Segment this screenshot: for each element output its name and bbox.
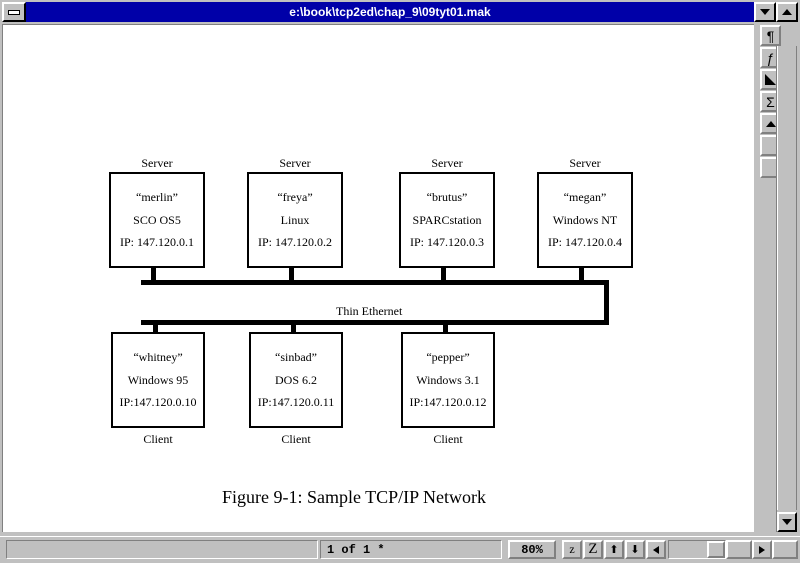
server-node[interactable]: “merlin” SCO OS5 IP: 147.120.0.1	[109, 172, 205, 268]
server-os: SPARCstation	[412, 212, 482, 227]
zoom-level-display[interactable]: 80%	[508, 540, 556, 559]
status-bar: 1 of 1 * 80% z Z ⬆ ⬇	[0, 536, 800, 563]
maximize-button[interactable]	[776, 2, 798, 22]
zoom-out-button[interactable]: z	[562, 540, 582, 559]
sum-button[interactable]: Σ	[760, 91, 781, 112]
scroll-up-button[interactable]	[760, 113, 781, 134]
system-menu-button[interactable]	[2, 2, 26, 22]
window-title: e:\book\tcp2ed\chap_9\09tyt01.mak	[26, 2, 754, 22]
document-canvas[interactable]: Server Server Server Server “merlin” SCO…	[2, 24, 754, 532]
zoom-level: 80%	[521, 542, 543, 557]
zoom-in-button[interactable]: Z	[583, 540, 603, 559]
server-node[interactable]: “megan” Windows NT IP: 147.120.0.4	[537, 172, 633, 268]
scroll-right-button[interactable]	[752, 540, 772, 559]
minimize-box-icon	[8, 9, 20, 15]
vertical-scrollbar[interactable]	[776, 46, 797, 532]
page-up-button[interactable]: ⬆	[604, 540, 624, 559]
scroll-left-button[interactable]	[646, 540, 666, 559]
server-role-label: Server	[569, 156, 601, 170]
server-hostname: “brutus”	[426, 189, 468, 204]
client-node[interactable]: “whitney” Windows 95 IP:147.120.0.10	[111, 332, 205, 428]
figure-caption: Figure 9-1: Sample TCP/IP Network	[222, 487, 486, 507]
server-ip: IP: 147.120.0.2	[257, 235, 332, 250]
server-role-label: Server	[431, 156, 463, 170]
ethernet-bus-label: Thin Ethernet	[336, 304, 403, 318]
client-os: DOS 6.2	[274, 372, 317, 387]
ethernet-bus-bottom-segment	[141, 320, 609, 325]
minimize-button[interactable]	[754, 2, 776, 22]
page-down-button[interactable]: ⬇	[625, 540, 645, 559]
server-hostname: “merlin”	[136, 189, 178, 204]
server-hostname: “freya”	[277, 189, 313, 204]
client-role-label: Client	[281, 432, 311, 446]
client-drop-line	[443, 320, 448, 332]
server-drop-line	[289, 268, 294, 280]
page-indicator-panel: 1 of 1 *	[320, 540, 502, 559]
server-drop-line	[441, 268, 446, 280]
pilcrow-icon: ¶	[766, 27, 775, 44]
left-arrow-icon	[653, 545, 659, 554]
scrollbar-track[interactable]	[777, 46, 797, 510]
scroll-down-button[interactable]	[777, 512, 797, 532]
server-ip: IP: 147.120.0.3	[409, 235, 484, 250]
client-node[interactable]: “pepper” Windows 3.1 IP:147.120.0.12	[401, 332, 495, 428]
right-arrow-icon	[759, 545, 765, 554]
client-node[interactable]: “sinbad” DOS 6.2 IP:147.120.0.11	[249, 332, 343, 428]
sigma-icon: Σ	[766, 93, 775, 110]
page-up-icon: ⬆	[609, 544, 619, 556]
network-diagram: Server Server Server Server “merlin” SCO…	[3, 25, 754, 532]
ethernet-bus-top-segment	[141, 280, 609, 285]
server-ip: IP: 147.120.0.1	[119, 235, 194, 250]
title-bar: e:\book\tcp2ed\chap_9\09tyt01.mak	[2, 2, 798, 22]
up-arrow-icon	[765, 120, 776, 127]
small-z-icon: z	[569, 542, 575, 556]
chevron-down-icon	[760, 9, 770, 15]
server-drop-line	[151, 268, 156, 280]
down-arrow-icon	[782, 519, 792, 525]
server-role-label: Server	[141, 156, 173, 170]
statusbar-spacer	[726, 540, 752, 559]
server-ip: IP: 147.120.0.4	[547, 235, 622, 250]
client-os: Windows 95	[127, 372, 189, 387]
large-z-icon: Z	[588, 541, 598, 557]
server-role-label: Server	[279, 156, 311, 170]
page-down-icon: ⬇	[630, 544, 640, 556]
server-hostname: “megan”	[563, 189, 607, 204]
client-drop-line	[291, 320, 296, 332]
page-indicator: 1 of 1 *	[327, 542, 385, 557]
client-os: Windows 3.1	[416, 372, 480, 387]
horizontal-scrollbar-thumb[interactable]	[707, 541, 725, 558]
statusbar-end-spacer	[772, 540, 798, 559]
status-message-panel	[6, 540, 318, 559]
server-os: Windows NT	[552, 212, 618, 227]
client-ip: IP:147.120.0.12	[409, 395, 487, 410]
paragraph-mark-button[interactable]: ¶	[760, 25, 781, 46]
client-ip: IP:147.120.0.10	[119, 395, 197, 410]
server-drop-line	[579, 268, 584, 280]
server-os: SCO OS5	[133, 212, 181, 227]
server-node[interactable]: “freya” Linux IP: 147.120.0.2	[247, 172, 343, 268]
client-role-label: Client	[433, 432, 463, 446]
client-role-label: Client	[143, 432, 173, 446]
server-os: Linux	[280, 212, 310, 227]
client-drop-line	[153, 320, 158, 332]
horizontal-scrollbar-track[interactable]	[668, 540, 726, 559]
italic-f-icon: ƒ	[766, 49, 775, 66]
chevron-up-icon	[782, 9, 792, 15]
client-hostname: “whitney”	[133, 349, 183, 364]
client-hostname: “sinbad”	[275, 349, 317, 364]
ethernet-bus-riser-segment	[604, 280, 609, 325]
client-hostname: “pepper”	[426, 349, 470, 364]
client-ip: IP:147.120.0.11	[257, 395, 335, 410]
right-triangle-icon	[765, 74, 776, 85]
server-node[interactable]: “brutus” SPARCstation IP: 147.120.0.3	[399, 172, 495, 268]
